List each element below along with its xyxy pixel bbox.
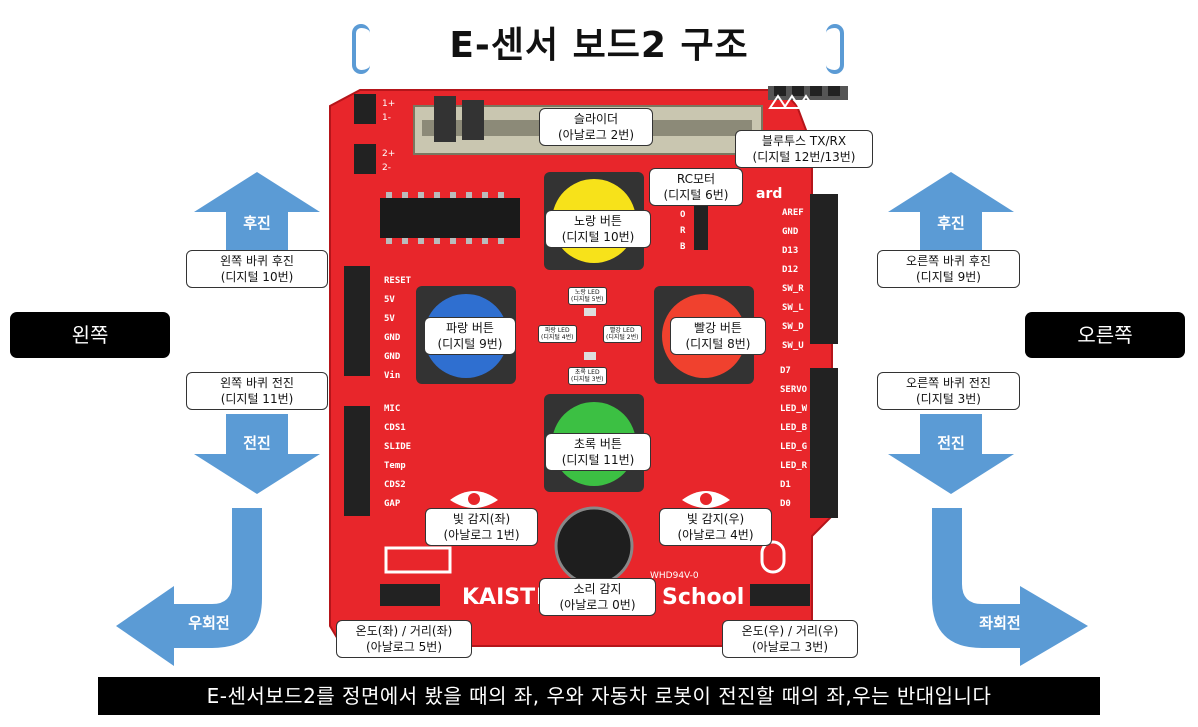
pin-label: LED_R [780,461,808,471]
mark-1minus: 1- [382,113,391,123]
callout-light-left: 빛 감지(좌)(아날로그 1번) [425,508,538,546]
footer-note: E-센서보드2를 정면에서 봤을 때의 좌, 우와 자동차 로봇이 전진할 때의… [98,677,1100,715]
left-forward-label: 전진 [243,434,271,452]
callout-bluetooth: 블루투스 TX/RX(디지털 12번/13번) [735,130,873,168]
pin-label: GND [384,333,401,343]
pin-label: AREF [782,208,804,218]
callout-yellow-button: 노랑 버튼(디지털 10번) [545,210,651,248]
left-turn-label: 우회전 [188,614,230,632]
thermometer-icon [760,540,786,574]
board-school: School [662,585,744,610]
pin-label: D12 [782,265,799,275]
callout-green-button: 초록 버튼(디지털 11번) [545,433,651,471]
callout-temp-left: 온도(좌) / 거리(좌)(아날로그 5번) [336,620,472,658]
pin-label: LED_B [780,423,808,433]
right-back-label: 후진 [937,214,965,232]
pin-label: CDS2 [384,480,406,490]
right-header-top [810,194,838,344]
right-turn-arrow [932,508,1088,666]
bottom-header-right [750,584,810,606]
pin-label: SW_L [782,303,804,313]
callout-sound: 소리 감지(아날로그 0번) [539,578,656,616]
pin-label: SW_U [782,341,804,351]
mini-red-led: 빨강 LED(디지털 2번) [603,325,642,343]
pin-label: GND [782,227,799,237]
title-bar: E-센서 보드2 구조 [0,10,1198,74]
right-turn-label: 좌회전 [979,614,1021,632]
callout-light-right: 빛 감지(우)(아날로그 4번) [659,508,772,546]
left-back-arrow [194,172,320,252]
pin-label: MIC [384,404,401,414]
title-bracket-left [352,24,370,74]
left-header-bottom [344,406,370,516]
pin-label: SW_D [782,322,804,332]
mark-2minus: 2- [382,163,391,173]
pin-label: Temp [384,461,406,471]
callout-right-wheel-forward: 오른쪽 바퀴 전진(디지털 3번) [877,372,1020,410]
left-side-label: 왼쪽 [10,312,170,358]
pin-label: RESET [384,276,412,286]
pin-label: R [680,226,686,236]
pin-label: Vin [384,371,401,381]
callout-blue-button: 파랑 버튼(디지털 9번) [424,317,516,355]
mark-2plus: 2+ [382,149,395,159]
callout-slider: 슬라이더(아날로그 2번) [539,108,653,146]
pin-label: LED_G [780,442,808,452]
pin-label: SW_R [782,284,804,294]
pin-label: GAP [384,499,401,509]
pin-label: D1 [780,480,791,490]
pin-label: CDS1 [384,423,406,433]
pin-label: D13 [782,246,799,256]
pin-label: SLIDE [384,442,412,452]
callout-left-wheel-back: 왼쪽 바퀴 후진(디지털 10번) [186,250,328,288]
mini-green-led: 초록 LED(디지털 3번) [568,367,607,385]
pin-label: 5V [384,314,395,324]
board-chip-code: WHD94V-0 [650,571,699,581]
callout-red-button: 빨강 버튼(디지털 8번) [670,317,766,355]
rc-motor-header [694,204,708,250]
right-side-label: 오른쪽 [1025,312,1185,358]
pin-label: D0 [780,499,791,509]
title-bracket-right [826,24,844,74]
right-forward-label: 전진 [937,434,965,452]
mini-yellow-led: 노랑 LED(디지털 5번) [568,287,607,305]
left-turn-arrow [116,508,262,666]
right-back-arrow [888,172,1014,252]
left-back-label: 후진 [243,214,271,232]
pin-label: O [680,210,686,220]
pin-label: SERVO [780,385,808,395]
board-kaist: KAIST [462,585,535,610]
pin-label: B [680,242,686,252]
callout-right-wheel-back: 오른쪽 바퀴 후진(디지털 9번) [877,250,1020,288]
microphone [554,506,634,586]
pin-label: LED_W [780,404,808,414]
callout-temp-right: 온도(우) / 거리(우)(아날로그 3번) [722,620,858,658]
left-forward-arrow [194,414,320,494]
ruler-icon [384,546,452,574]
right-forward-arrow [888,414,1014,494]
callout-rc-motor: RC모터(디지털 6번) [649,168,743,206]
left-header-top [344,266,370,376]
pin-label: D7 [780,366,791,376]
pin-label: GND [384,352,401,362]
callout-left-wheel-forward: 왼쪽 바퀴 전진(디지털 11번) [186,372,328,410]
right-header-bottom [810,368,838,518]
ic-chip [380,198,520,238]
pin-label: 5V [384,295,395,305]
page-title: E-센서 보드2 구조 [449,25,749,66]
board-name-fragment: ard [756,186,782,202]
bottom-header-left [380,584,440,606]
mark-1plus: 1+ [382,99,395,109]
mini-blue-led: 파랑 LED(디지털 4번) [538,325,577,343]
